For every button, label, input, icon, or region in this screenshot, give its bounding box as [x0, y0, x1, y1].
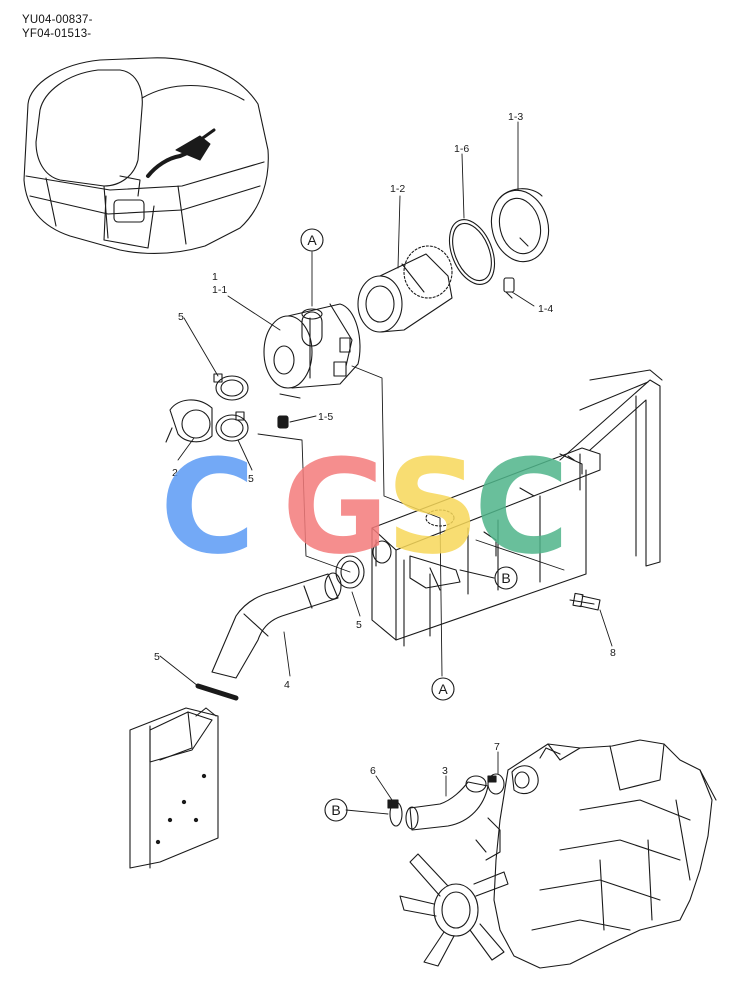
o-ring	[448, 219, 496, 285]
elbow-hose-2	[165, 399, 213, 443]
callout-1-1: 1-1	[212, 284, 227, 296]
ref-circle-b-left: B	[324, 798, 348, 822]
clamp-mid	[335, 555, 365, 589]
watermark-letter-s: S	[386, 431, 480, 583]
callout-1-6: 1-6	[454, 143, 469, 155]
clamp-6	[387, 799, 403, 827]
callout-3: 3	[442, 765, 448, 777]
watermark-letter-c2: C	[474, 431, 569, 583]
filter-box-panel	[129, 707, 219, 869]
callout-5-d: 5	[154, 651, 160, 663]
air-cleaner-body	[263, 303, 361, 399]
ref-a-label: A	[307, 232, 317, 248]
clamp-band-lower	[195, 683, 239, 701]
bolt-8	[569, 592, 601, 611]
callout-7: 7	[494, 741, 500, 753]
cgsc-watermark: C G S C	[160, 431, 569, 583]
clamp-lower	[215, 411, 249, 442]
ref-circle-a-top: A	[300, 228, 324, 252]
callout-labels: 1 1-1 1-2 1-3 1-4 1-5 1-6 2 3 4 5 5 5 5 …	[154, 111, 616, 777]
callout-1-2: 1-2	[390, 183, 405, 195]
callout-5-a: 5	[178, 311, 184, 323]
ref-circle-b-right: B	[494, 566, 518, 590]
callout-2: 2	[172, 467, 178, 479]
serial-range-1: YU04-00837-	[22, 14, 93, 26]
callout-4: 4	[284, 679, 290, 691]
watermark-letter-c1: C	[160, 431, 255, 583]
callout-5-b: 5	[248, 473, 254, 485]
callout-1-5: 1-5	[318, 411, 333, 423]
cooling-fan	[399, 853, 509, 967]
watermark-letter-g: G	[282, 431, 389, 583]
filter-element	[357, 245, 453, 333]
callout-8: 8	[610, 647, 616, 659]
callout-1-3: 1-3	[508, 111, 523, 123]
engine-assembly	[475, 739, 717, 969]
valve-1-4	[503, 277, 515, 299]
clamp-upper	[213, 373, 249, 401]
hose-3	[405, 775, 489, 831]
leader-lines	[159, 121, 613, 815]
end-cover	[490, 188, 550, 263]
serial-range-2: YF04-01513-	[22, 28, 92, 40]
ref-b-label-2: B	[331, 802, 340, 818]
callout-1: 1	[212, 271, 218, 283]
ref-circle-a-bottom: A	[431, 677, 455, 701]
clamp-7	[487, 773, 505, 795]
callout-1-4: 1-4	[538, 303, 553, 315]
ref-b-label: B	[501, 570, 510, 586]
indicator-1-5	[277, 415, 289, 429]
callout-5-c: 5	[356, 619, 362, 631]
inlet-pipe-4	[211, 572, 342, 679]
callout-6: 6	[370, 765, 376, 777]
machine-hood-illustration	[23, 57, 269, 255]
ref-a-label-2: A	[438, 681, 448, 697]
support-frame	[371, 369, 663, 647]
